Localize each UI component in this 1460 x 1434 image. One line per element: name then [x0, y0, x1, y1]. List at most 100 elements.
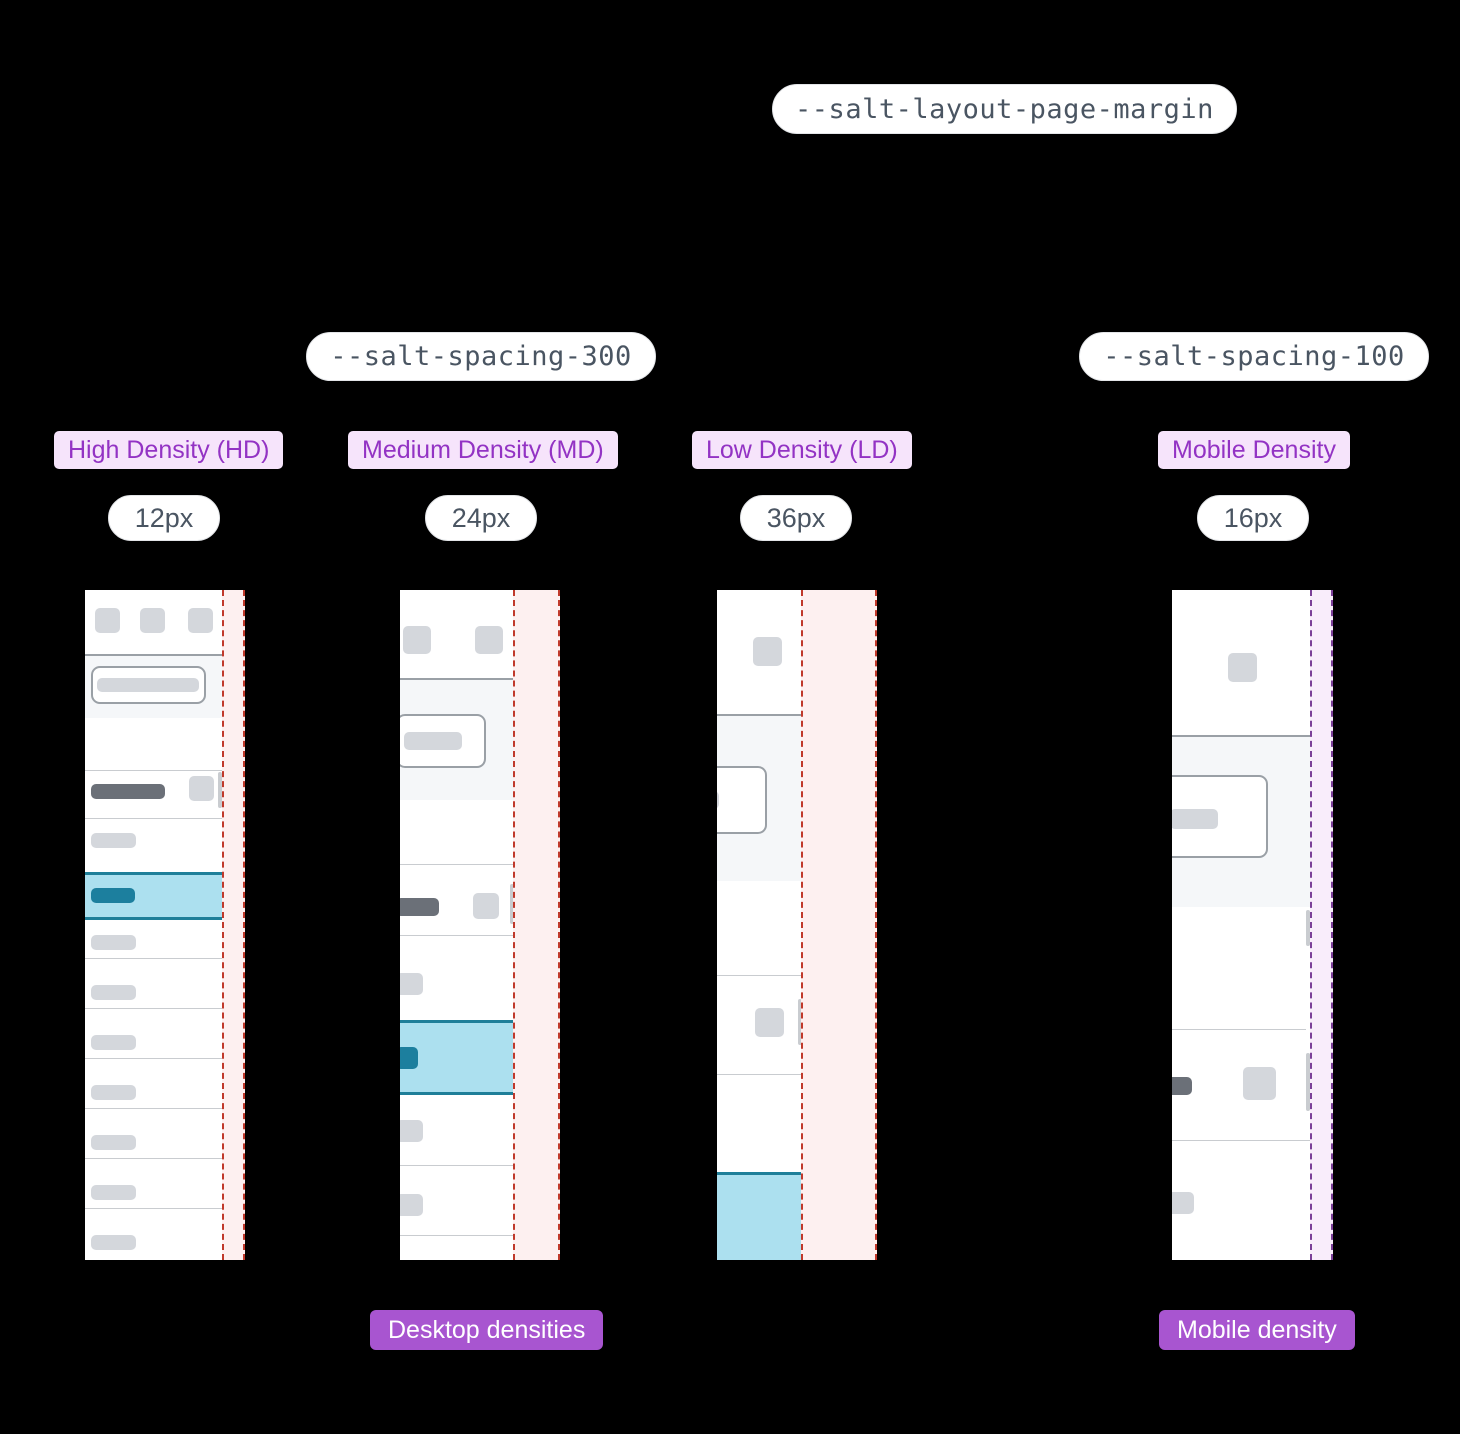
page-margin-token-pill: --salt-layout-page-margin	[772, 84, 1237, 134]
density-preview-md	[400, 590, 560, 1260]
hd-scrollbar-thumb[interactable]	[218, 772, 222, 808]
margin-value-mobile: 16px	[1223, 502, 1283, 533]
hd-header-divider	[85, 654, 222, 656]
md-row-label-3	[400, 1194, 423, 1216]
hd-toolbar-chip-2	[140, 608, 165, 633]
density-tag-ld-label: Low Density (LD)	[706, 435, 898, 464]
mobile-row-divider-2	[1172, 1140, 1310, 1141]
mobile-row-divider-1	[1172, 1029, 1306, 1030]
ld-header-divider	[717, 714, 801, 716]
ld-scrollbar-thumb[interactable]	[798, 999, 802, 1045]
page-margin-token-label: --salt-layout-page-margin	[795, 93, 1214, 125]
md-row-label-2	[400, 1120, 423, 1142]
mobile-header-divider	[1172, 735, 1310, 737]
density-preview-hd	[85, 590, 245, 1260]
hd-row-divider-1	[85, 770, 222, 771]
density-tag-md: Medium Density (MD)	[348, 431, 618, 469]
mobile-scrollbar-thumb-2[interactable]	[1306, 1053, 1310, 1111]
md-header-divider	[400, 678, 513, 680]
hd-row-label-7	[91, 1185, 136, 1200]
margin-value-pill-ld: 36px	[740, 495, 852, 541]
hd-row-divider-3	[85, 958, 222, 959]
mobile-toolbar-chip-1	[1228, 653, 1257, 682]
density-tag-mobile: Mobile Density	[1158, 431, 1350, 469]
mobile-row-label-active	[1172, 1077, 1192, 1095]
hd-row-label-6	[91, 1135, 136, 1150]
density-tag-hd-label: High Density (HD)	[68, 435, 270, 464]
hd-toolbar-chip-1	[95, 608, 120, 633]
hd-row-label-2	[91, 935, 136, 950]
md-search-placeholder-text	[404, 732, 462, 750]
ld-page-margin-overlay	[801, 590, 877, 1260]
margin-value-ld: 36px	[766, 502, 826, 533]
ld-selected-row[interactable]	[717, 1175, 801, 1260]
mobile-page-margin-overlay	[1310, 590, 1333, 1260]
hd-row-label-active	[91, 784, 165, 799]
hd-row-divider-7	[85, 1158, 222, 1159]
md-row-divider-2	[400, 935, 513, 936]
spacing-token-desktop-label: --salt-spacing-300	[330, 341, 632, 372]
ld-search-placeholder-text	[717, 791, 719, 809]
md-row-label-1	[400, 973, 423, 995]
hd-row-divider-5	[85, 1058, 222, 1059]
density-tag-md-label: Medium Density (MD)	[362, 435, 604, 464]
ld-search-field	[717, 766, 767, 834]
ld-toolbar-chip-1	[753, 637, 782, 666]
hd-row-divider-4	[85, 1008, 222, 1009]
caption-mobile-label: Mobile density	[1177, 1315, 1337, 1344]
hd-row-label-1	[91, 833, 136, 848]
md-toolbar-chip-1	[403, 626, 431, 654]
margin-value-pill-md: 24px	[425, 495, 537, 541]
hd-row-divider-2	[85, 818, 222, 819]
margin-value-pill-hd: 12px	[108, 495, 220, 541]
hd-row-label-3	[91, 985, 136, 1000]
spacing-token-mobile-label: --salt-spacing-100	[1103, 341, 1405, 372]
density-tag-hd: High Density (HD)	[54, 431, 284, 469]
md-row-trailing-chip	[473, 893, 499, 919]
density-preview-mobile	[1172, 590, 1333, 1260]
ld-row-chip-1	[755, 1008, 784, 1037]
hd-selected-row-bottom-rule	[85, 917, 222, 920]
hd-page-margin-overlay	[222, 590, 245, 1260]
hd-row-trailing-chip	[189, 776, 214, 801]
mobile-row-label-1	[1172, 1192, 1194, 1214]
md-row-label-active	[400, 898, 439, 916]
md-selected-row[interactable]	[400, 1023, 513, 1092]
md-row-divider-4	[400, 1235, 513, 1236]
md-selected-row-bottom-rule	[400, 1092, 513, 1095]
spacing-token-pill-mobile: --salt-spacing-100	[1079, 332, 1429, 381]
ld-row-divider-2	[717, 1074, 801, 1075]
ld-selected-row-top-rule	[717, 1172, 801, 1175]
hd-toolbar-chip-3	[188, 608, 213, 633]
spacing-token-pill-desktop: --salt-spacing-300	[306, 332, 656, 381]
md-selected-row-top-rule	[400, 1020, 513, 1023]
density-preview-ld	[717, 590, 877, 1260]
hd-row-label-8	[91, 1235, 136, 1250]
hd-selected-row-top-rule	[85, 872, 222, 875]
md-row-divider-1	[400, 864, 513, 865]
density-tag-mobile-label: Mobile Density	[1172, 435, 1336, 464]
caption-desktop-label: Desktop densities	[388, 1315, 586, 1344]
hd-selected-row-label	[91, 888, 135, 903]
margin-value-md: 24px	[451, 502, 511, 533]
mobile-row-trailing-chip	[1243, 1067, 1276, 1100]
md-row-divider-3	[400, 1165, 513, 1166]
hd-search-placeholder-text	[97, 678, 199, 692]
mobile-scrollbar-thumb-1[interactable]	[1306, 910, 1310, 946]
hd-row-divider-8	[85, 1208, 222, 1209]
md-scrollbar-thumb[interactable]	[510, 884, 514, 924]
mobile-search-placeholder-text	[1172, 809, 1218, 829]
caption-desktop-densities: Desktop densities	[370, 1310, 604, 1350]
caption-mobile-density: Mobile density	[1159, 1310, 1355, 1350]
hd-panel-surface	[85, 590, 245, 1260]
md-toolbar-chip-2	[475, 626, 503, 654]
md-selected-row-label	[400, 1047, 418, 1069]
hd-row-label-4	[91, 1035, 136, 1050]
hd-row-divider-6	[85, 1108, 222, 1109]
margin-value-hd: 12px	[134, 502, 194, 533]
md-page-margin-overlay	[513, 590, 560, 1260]
density-tag-ld: Low Density (LD)	[692, 431, 912, 469]
mobile-panel-surface	[1172, 590, 1333, 1260]
margin-value-pill-mobile: 16px	[1197, 495, 1309, 541]
